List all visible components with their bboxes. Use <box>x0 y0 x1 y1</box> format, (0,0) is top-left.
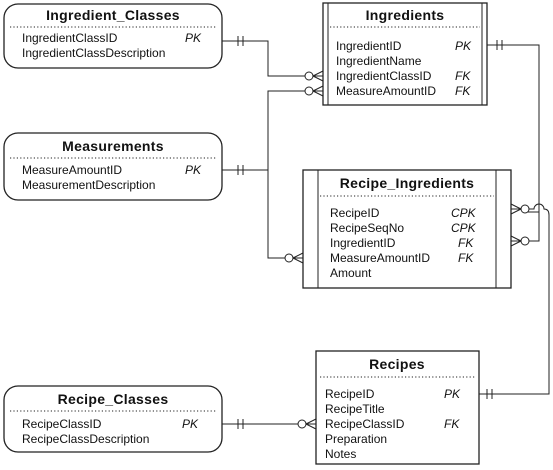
table-ingredients: Ingredients IngredientID PK IngredientNa… <box>322 2 488 106</box>
table-recipe-ingredients: Recipe_Ingredients RecipeID CPK RecipeSe… <box>302 169 512 289</box>
field-name: MeasureAmountID <box>330 251 430 265</box>
field-name: RecipeID <box>330 206 380 220</box>
rel-recipes-recipeingredients <box>479 203 550 395</box>
field-name: RecipeID <box>325 387 375 401</box>
one-marker-recipe-classes <box>237 419 244 429</box>
field-key: FK <box>455 84 471 98</box>
field-key: PK <box>455 39 472 53</box>
one-marker-ingredient-classes <box>237 36 244 46</box>
field-name: RecipeTitle <box>325 402 385 416</box>
field-name: IngredientID <box>330 236 396 250</box>
field-name: RecipeClassID <box>22 417 102 431</box>
table-title: Recipes <box>369 356 425 372</box>
field-name: MeasureAmountID <box>22 163 122 177</box>
field-name: IngredientName <box>336 54 422 68</box>
field-key: CPK <box>451 221 477 235</box>
table-title: Recipe_Classes <box>58 391 169 407</box>
field-key: PK <box>444 387 461 401</box>
field-key: FK <box>444 417 460 431</box>
field-name: Preparation <box>325 432 387 446</box>
field-name: Amount <box>330 266 372 280</box>
field-name: RecipeClassDescription <box>22 432 149 446</box>
table-title: Recipe_Ingredients <box>340 175 475 191</box>
field-key: CPK <box>451 206 477 220</box>
many-marker-ingredients-classid <box>304 70 324 82</box>
many-markers <box>284 70 530 430</box>
table-title: Ingredients <box>366 7 445 23</box>
one-marker-recipes <box>486 389 493 399</box>
many-marker-recipeingredients-ingredientid <box>510 235 530 247</box>
field-name: IngredientClassDescription <box>22 46 165 60</box>
rel-measurements-recipeingredients <box>267 170 303 259</box>
table-recipe-classes: Recipe_Classes RecipeClassID PK RecipeCl… <box>3 385 223 453</box>
field-name: IngredientID <box>336 39 402 53</box>
table-recipes: Recipes RecipeID PK RecipeTitle RecipeCl… <box>315 350 480 465</box>
field-key: FK <box>458 251 474 265</box>
field-name: RecipeSeqNo <box>330 221 404 235</box>
many-marker-ingredients-measureid <box>304 85 324 97</box>
rel-ingredientclass-ingredients <box>222 40 323 77</box>
many-marker-recipeingredients-recipeid <box>510 203 530 215</box>
rel-ingredients-recipeingredients <box>487 44 540 213</box>
field-name: IngredientClassID <box>22 31 118 45</box>
field-name: MeasureAmountID <box>336 84 436 98</box>
table-measurements: Measurements MeasureAmountID PK Measurem… <box>3 132 223 201</box>
field-key: FK <box>458 236 474 250</box>
rel-measurements-ingredients <box>222 90 323 171</box>
many-marker-recipes-classid <box>297 418 317 430</box>
field-name: Notes <box>325 447 356 461</box>
field-name: RecipeClassID <box>325 417 405 431</box>
field-key: PK <box>185 163 202 177</box>
table-title: Ingredient_Classes <box>46 7 180 23</box>
field-name: MeasurementDescription <box>22 178 155 192</box>
table-title: Measurements <box>62 138 164 154</box>
field-key: PK <box>182 417 199 431</box>
rel-ingredients-recipeingredients-drop <box>527 212 540 242</box>
field-name: IngredientClassID <box>336 69 432 83</box>
table-ingredient-classes: Ingredient_Classes IngredientClassID PK … <box>3 3 223 69</box>
one-marker-ingredients <box>496 40 503 50</box>
one-markers <box>237 36 503 429</box>
one-marker-measurements <box>237 165 244 175</box>
field-key: FK <box>455 69 471 83</box>
many-marker-recipeingredients-measureid <box>284 252 304 264</box>
field-key: PK <box>185 31 202 45</box>
